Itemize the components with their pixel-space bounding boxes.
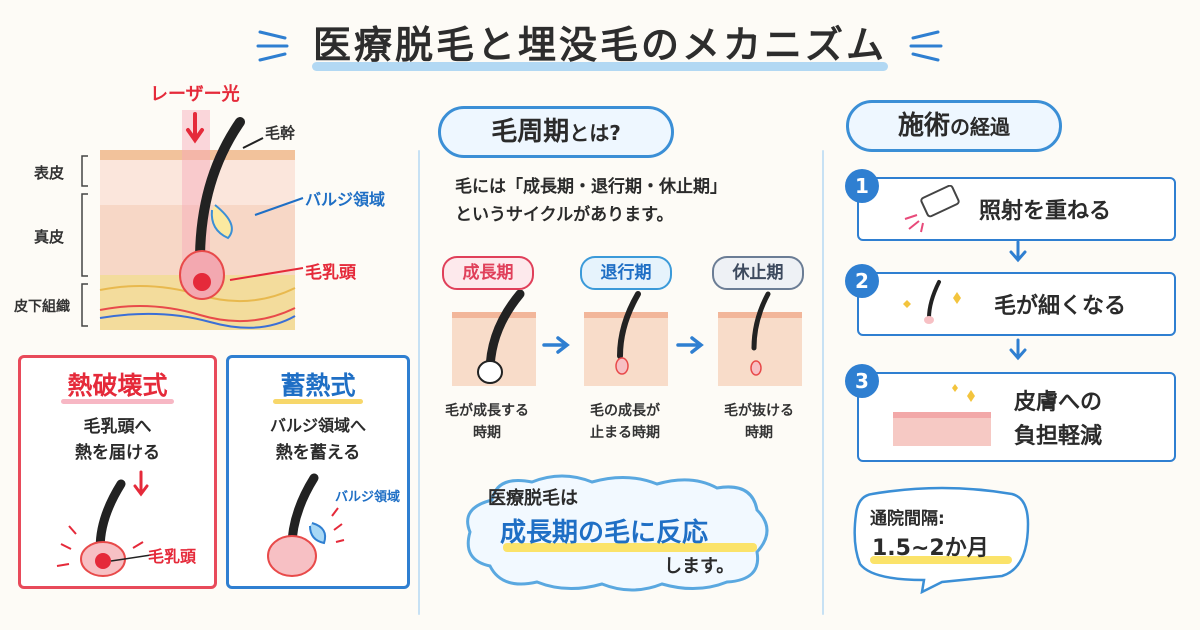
smooth-skin-icon: [893, 384, 991, 446]
epidermis-label: 表皮: [34, 164, 65, 182]
phase-tag-telogen: 休止期: [712, 256, 804, 290]
storage-hair-illustration: [267, 473, 345, 577]
thin-hair-icon: [903, 280, 961, 324]
cloud-bubble: [466, 474, 769, 592]
progress-step-2: 2 毛が細くなる: [845, 264, 1176, 336]
progress-step-3: 3 皮膚への 負担軽減: [845, 364, 1176, 462]
cycle-heading-sub: とは?: [569, 121, 621, 145]
telogen-caption: 毛が抜ける 時期: [704, 400, 814, 444]
step-1-text: 照射を重ねる: [979, 199, 1112, 224]
catagen-caption: 毛の成長が 止まる時期: [570, 400, 680, 444]
thermal-hair-illustration: [56, 470, 152, 577]
thermal-method-card: 熱破壊式 毛乳頭へ 熱を届ける 毛乳頭: [18, 355, 217, 589]
shaft-label: 毛幹: [265, 124, 296, 142]
step-1-number: 1: [845, 169, 879, 203]
progress-heading: 施術の経過: [846, 100, 1062, 152]
cycle-desc-line1: 毛には「成長期・退行期・休止期」: [455, 177, 727, 197]
phase-arrow-icon-1: [542, 336, 570, 354]
anagen-caption-line1: 毛が成長する: [445, 403, 529, 419]
interval-bubble: [853, 486, 1030, 594]
step-2-number: 2: [845, 264, 879, 298]
interval-highlight: [870, 556, 1012, 564]
bubble-highlight: [503, 543, 757, 552]
thermal-title-underline: [61, 399, 174, 404]
column-divider-2: [822, 150, 824, 615]
cycle-heading: 毛周期とは?: [438, 106, 674, 158]
thermal-papilla-label: 毛乳頭: [148, 547, 197, 566]
telogen-caption-line1: 毛が抜ける: [724, 403, 794, 419]
step-arrow-icon-2: [1009, 338, 1027, 361]
layer-brackets: [81, 155, 88, 327]
cycle-desc-line2: というサイクルがあります。: [455, 205, 674, 225]
storage-bulge-label: バルジ領域: [335, 490, 401, 505]
step-2-text: 毛が細くなる: [994, 294, 1127, 319]
telogen-caption-line2: 時期: [745, 425, 773, 441]
storage-method-card: 蓄熱式 バルジ領域へ 熱を蓄える バルジ領域: [226, 355, 410, 589]
subcutis-label: 皮下組織: [14, 299, 70, 315]
bubble-line3: します。: [664, 556, 735, 577]
storage-title: 蓄熱式: [280, 371, 356, 400]
phase-arrow-icon-2: [676, 336, 704, 354]
bulge-label: バルジ領域: [305, 190, 386, 209]
column-divider-1: [418, 150, 420, 615]
progress-heading-sub: の経過: [950, 115, 1010, 139]
bubble-line2: 成長期の毛に反応: [500, 518, 709, 548]
laser-device-icon: [904, 185, 960, 233]
storage-title-underline: [273, 399, 363, 404]
storage-line2: 熱を蓄える: [275, 443, 361, 463]
step-3-text-line2: 負担軽減: [1014, 424, 1103, 449]
dermis-label: 真皮: [34, 228, 65, 246]
step-3-text-line1: 皮膚への: [1014, 390, 1103, 415]
interval-value: 1.5~2か月: [872, 536, 989, 561]
anagen-hair-illustration: [452, 290, 536, 386]
cycle-heading-main: 毛周期: [491, 117, 570, 147]
thermal-line1: 毛乳頭へ: [83, 417, 152, 437]
progress-step-1: 1 照射を重ねる: [845, 169, 1176, 241]
laser-arrow-icon: [186, 112, 204, 144]
anagen-caption: 毛が成長する 時期: [432, 400, 542, 444]
page-title: 医療脱毛と埋没毛のメカニズム: [312, 23, 887, 67]
title-underline: [312, 62, 888, 71]
catagen-hair-illustration: [584, 291, 668, 386]
thermal-line2: 熱を届ける: [75, 443, 160, 463]
step-arrow-icon-1: [1009, 240, 1027, 263]
title-deco-right: [909, 30, 943, 62]
step-3-number: 3: [845, 364, 879, 398]
anatomy-pointer-lines: [229, 137, 304, 281]
papilla-label: 毛乳頭: [305, 263, 356, 283]
telogen-hair-illustration: [718, 291, 802, 386]
laser-label: レーザー光: [150, 84, 240, 105]
thermal-title: 熱破壊式: [67, 371, 168, 400]
phase-tag-anagen: 成長期: [442, 256, 534, 290]
storage-line1: バルジ領域へ: [269, 416, 366, 435]
progress-heading-main: 施術: [897, 111, 950, 141]
bubble-line1: 医療脱毛は: [488, 488, 578, 509]
phase-tag-catagen: 退行期: [580, 256, 672, 290]
title-deco-left: [256, 30, 289, 62]
interval-label: 通院間隔:: [870, 509, 945, 529]
anagen-caption-line2: 時期: [473, 425, 501, 441]
catagen-caption-line1: 毛の成長が: [590, 403, 660, 419]
catagen-caption-line2: 止まる時期: [590, 425, 660, 441]
